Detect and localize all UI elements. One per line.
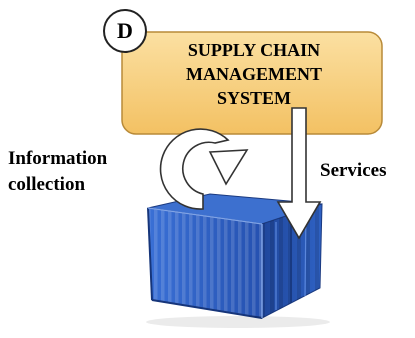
system-title-line1: SUPPLY CHAIN <box>187 40 321 60</box>
badge-letter: D <box>117 18 133 43</box>
system-box <box>121 31 383 135</box>
information-collection-label: Information collection <box>8 146 107 198</box>
services-label: Services <box>320 160 387 181</box>
system-title-line3: SYSTEM <box>216 88 292 108</box>
shipping-container-icon <box>146 193 330 328</box>
information-cycle-arrow <box>159 128 249 210</box>
system-title: SUPPLY CHAIN MANAGEMENT SYSTEM <box>145 38 363 110</box>
system-title-line2: MANAGEMENT <box>186 64 322 84</box>
info-label-line2: collection <box>8 174 86 195</box>
info-label-line1: Information <box>8 148 108 169</box>
badge-circle <box>103 9 147 53</box>
services-arrow <box>276 107 322 240</box>
